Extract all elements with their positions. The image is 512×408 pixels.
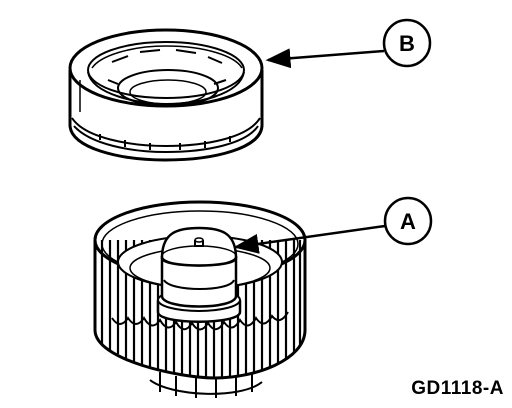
figure-id-label: GD1118-A [411, 378, 504, 399]
center-hub-part [156, 226, 242, 323]
callout-b: B [265, 18, 432, 69]
callout-letter-b: B [399, 31, 415, 56]
callout-a: A [233, 196, 433, 254]
callout-letter-a: A [400, 209, 416, 234]
piston-ring-part [68, 28, 264, 162]
